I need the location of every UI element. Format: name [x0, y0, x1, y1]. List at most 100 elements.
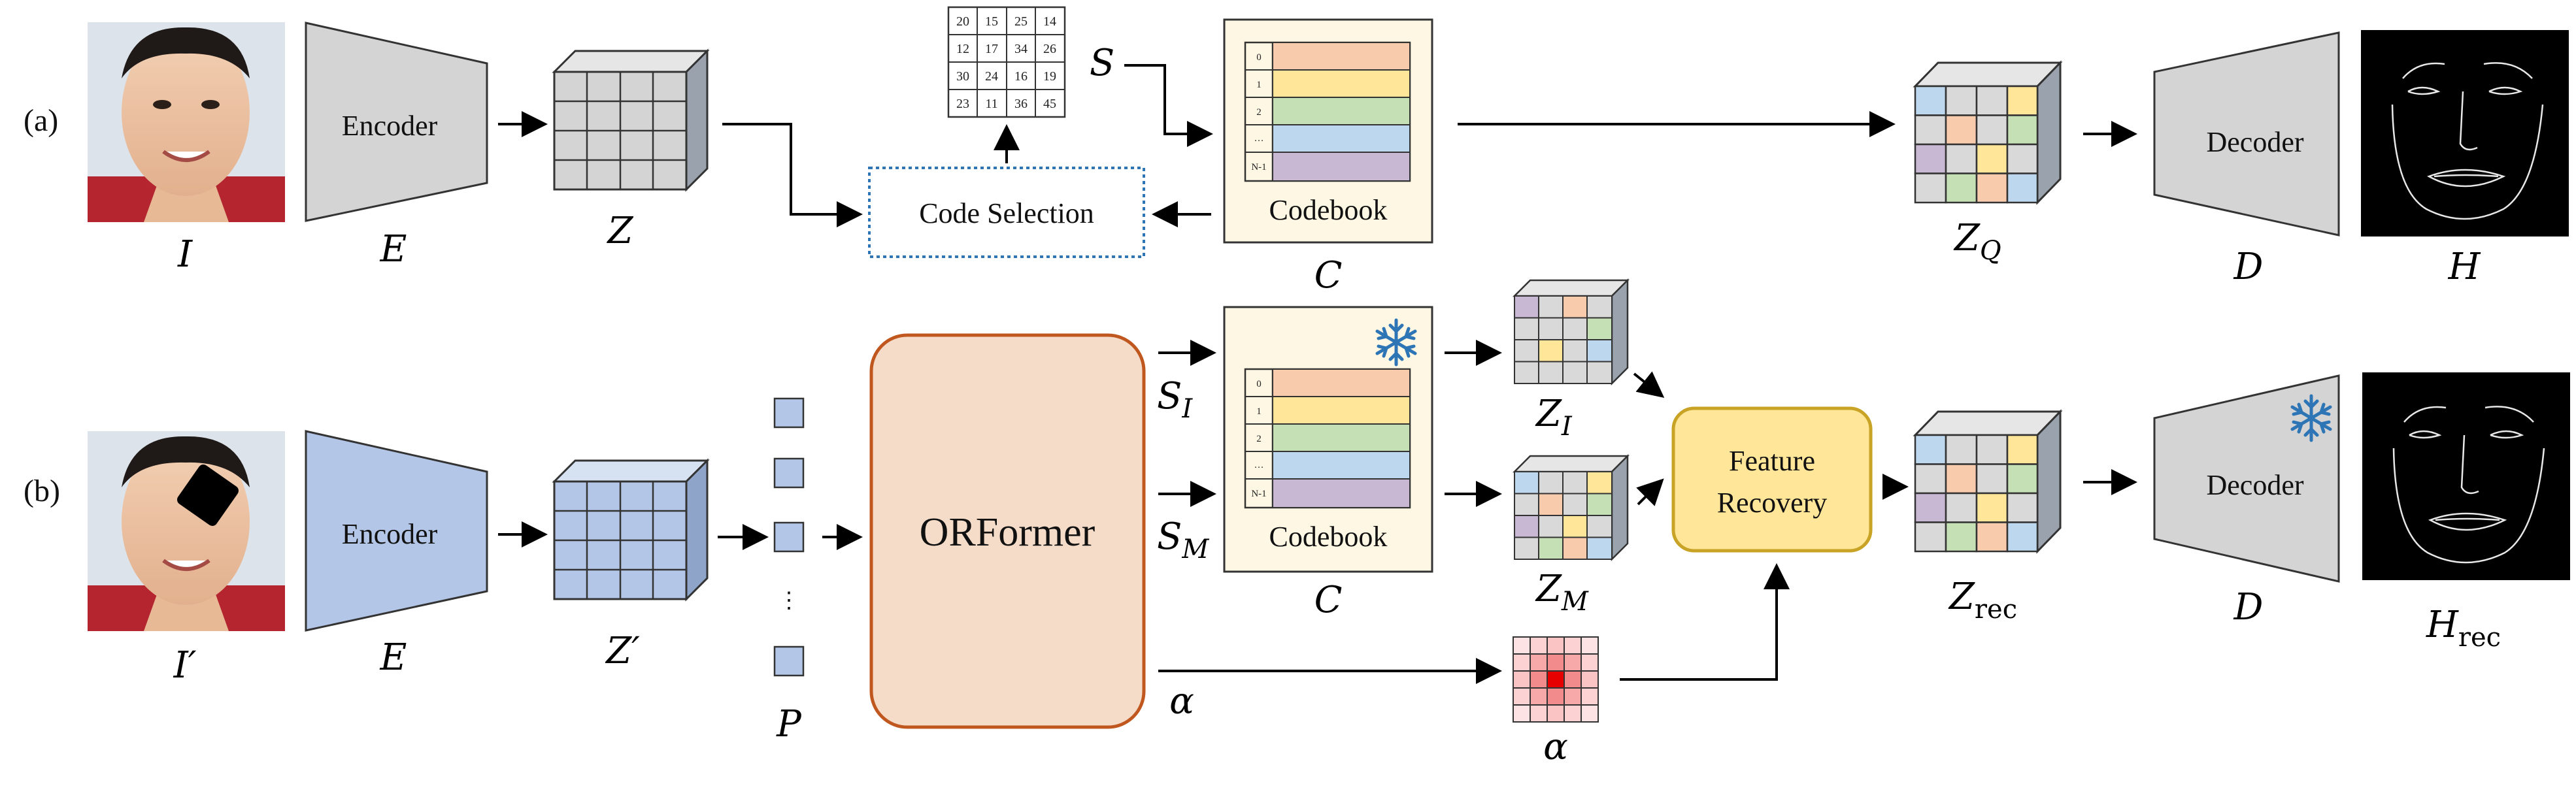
- label-Cb: C: [1314, 579, 1343, 621]
- codebook-row-index: …: [1254, 133, 1264, 144]
- codebook-row-index: 2: [1256, 107, 1262, 118]
- index-cell: 14: [1043, 14, 1056, 29]
- arrow-alpha-to-feature-recovery: [1620, 563, 1790, 681]
- label-ZM: ZM: [1535, 568, 1589, 617]
- label-Hrec-main: H: [2426, 604, 2459, 646]
- label-Hrec: Hrec: [2426, 604, 2501, 653]
- label-Z: Z: [607, 210, 634, 252]
- label-Db: D: [2233, 586, 2264, 628]
- code-selection-box: [868, 167, 1145, 258]
- label-SM-sub: M: [1181, 534, 1209, 564]
- cube-ZI: [1512, 278, 1630, 386]
- label-ZM-sub: M: [1561, 587, 1589, 617]
- codebook-b-title: Codebook: [1269, 521, 1388, 553]
- arrow-zi-to-feature-recovery: [1633, 371, 1665, 398]
- label-Zprime: Z′: [605, 630, 640, 672]
- label-SM: SM: [1157, 515, 1209, 564]
- index-cell: 17: [985, 42, 998, 56]
- label-SI-sub: I: [1181, 394, 1193, 424]
- index-cell: 30: [956, 69, 969, 84]
- label-ZI-main: Z: [1535, 393, 1562, 435]
- codebook-b: 0 1 2 … N-1 Codebook: [1223, 306, 1433, 573]
- feature-recovery-block: [1671, 406, 1873, 553]
- cube-Zprime: [552, 458, 710, 602]
- label-P: P: [776, 703, 802, 745]
- index-cell: 12: [956, 42, 969, 56]
- label-Iprime: I′: [173, 644, 197, 687]
- label-ZI: ZI: [1535, 393, 1573, 442]
- label-E: E: [380, 228, 407, 270]
- index-cell: 34: [1014, 42, 1028, 56]
- codebook-row-index: 0: [1256, 379, 1262, 389]
- label-ZQ-main: Z: [1953, 217, 1981, 259]
- face-image-occluded: [88, 431, 285, 631]
- patch-token: [773, 457, 805, 489]
- encoder-a-shape: [305, 22, 488, 222]
- label-Zrec-sub: rec: [1975, 595, 2017, 625]
- label-I: I: [177, 233, 193, 276]
- label-SM-main: S: [1157, 515, 1182, 558]
- label-alpha-map: α: [1543, 726, 1568, 768]
- codebook-row-index: N-1: [1251, 489, 1266, 499]
- occluder-patch: [177, 465, 239, 526]
- feature-recovery-label-1: Feature: [1729, 445, 1815, 477]
- codebook-row-index: …: [1254, 460, 1264, 470]
- label-H: H: [2448, 246, 2481, 288]
- encoder-b-shape: [305, 430, 488, 632]
- arrow-z-to-code-selection: [722, 123, 863, 227]
- index-cell: 24: [985, 69, 998, 84]
- decoder-a-shape: [2153, 31, 2340, 236]
- index-cell: 36: [1014, 97, 1028, 111]
- label-Zrec: Zrec: [1948, 576, 2017, 625]
- label-S: S: [1090, 42, 1114, 84]
- row-label-b: (b): [24, 474, 60, 508]
- index-cell: 26: [1043, 42, 1056, 56]
- index-cell: 16: [1014, 69, 1028, 84]
- index-cell: 23: [956, 97, 969, 111]
- label-ZM-main: Z: [1535, 568, 1562, 610]
- codebook-row-index: N-1: [1251, 162, 1266, 172]
- label-D: D: [2233, 246, 2264, 288]
- patch-token: [773, 397, 805, 429]
- label-Eb: E: [380, 636, 407, 679]
- index-cell: 20: [956, 14, 969, 29]
- index-cell: 25: [1014, 14, 1028, 29]
- row-label-a: (a): [24, 103, 58, 138]
- label-C: C: [1314, 254, 1343, 297]
- label-Zrec-main: Z: [1948, 576, 1975, 618]
- decoder-b-label: Decoder: [2206, 469, 2303, 501]
- arrow-s-to-codebook: [1124, 64, 1213, 147]
- index-cell: 15: [985, 14, 998, 29]
- cube-ZM: [1512, 453, 1630, 562]
- label-alpha-arrow: α: [1169, 680, 1194, 723]
- encoder-a-label: Encoder: [342, 110, 438, 142]
- encoder-b-label: Encoder: [342, 518, 438, 550]
- codebook-row-index: 0: [1256, 52, 1262, 63]
- heatmap-image-Hrec: [2362, 372, 2570, 580]
- codebook-row-index: 1: [1256, 406, 1262, 417]
- label-ZQ-sub: Q: [1980, 236, 2001, 266]
- alpha-attention-map: [1513, 636, 1599, 723]
- codebook-row-index: 1: [1256, 80, 1262, 90]
- patch-token: [773, 645, 805, 677]
- cube-Zrec: [1913, 409, 2063, 554]
- patch-ellipsis: ⋮: [778, 589, 800, 613]
- codebook-a-title: Codebook: [1269, 194, 1388, 226]
- label-SI-main: S: [1157, 375, 1182, 417]
- cube-Z: [552, 48, 710, 192]
- label-ZQ: ZQ: [1953, 217, 2001, 266]
- codebook-a: 0 1 2 … N-1 Codebook: [1223, 18, 1433, 244]
- patch-tokens: [773, 397, 805, 677]
- orformer-label: ORFormer: [920, 510, 1096, 555]
- label-Hrec-sub: rec: [2458, 623, 2501, 653]
- decoder-a-label: Decoder: [2206, 126, 2303, 158]
- label-SI: SI: [1157, 375, 1193, 424]
- index-cell: 45: [1043, 97, 1056, 111]
- heatmap-image-H: [2361, 30, 2569, 236]
- cube-ZQ: [1913, 60, 2063, 205]
- face-image-input: [88, 22, 285, 222]
- index-cell: 11: [985, 97, 997, 111]
- codebook-row-index: 2: [1256, 434, 1262, 444]
- code-selection-label: Code Selection: [919, 197, 1094, 229]
